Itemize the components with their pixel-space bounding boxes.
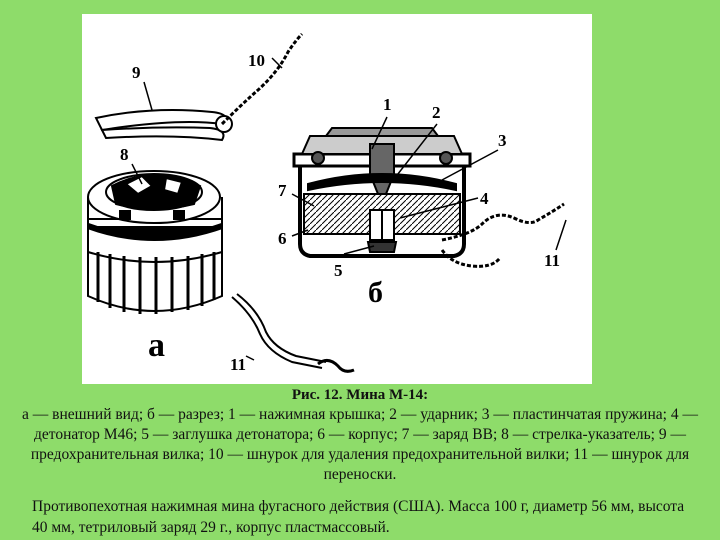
mine-section-view: [292, 127, 472, 258]
label-9: 9: [132, 63, 141, 82]
figure-caption: Рис. 12. Мина М-14: а — внешний вид; б —…: [0, 386, 720, 485]
label-2: 2: [432, 103, 441, 122]
caption-title: Рис. 12. Мина М-14:: [291, 387, 429, 403]
caption-legend: а — внешний вид; б — разрез; 1 — нажимна…: [22, 406, 698, 483]
label-11-lead: 11: [230, 355, 246, 374]
view-label-b: б: [368, 276, 383, 309]
mine-illustration: 1 2 3 4 5 6 7 8 9 10 11 11 а б: [86, 32, 567, 374]
label-6: 6: [278, 229, 287, 248]
mine-summary: Противопехотная нажимная мина фугасного …: [32, 498, 685, 536]
figure-panel: 1 2 3 4 5 6 7 8 9 10 11 11 а б: [82, 14, 592, 384]
label-10: 10: [248, 51, 265, 70]
view-label-a: а: [148, 327, 165, 364]
mine-external-view: [86, 170, 355, 373]
label-7: 7: [278, 181, 287, 200]
label-4: 4: [480, 189, 489, 208]
label-1: 1: [383, 95, 392, 114]
carry-cord: [440, 202, 565, 268]
label-8: 8: [120, 145, 129, 164]
label-3: 3: [498, 131, 507, 150]
leader-lines: [131, 57, 567, 361]
removal-cord: [220, 32, 304, 126]
safety-fork: [94, 109, 233, 142]
label-11-carry: 11: [544, 251, 560, 270]
label-5: 5: [334, 261, 343, 280]
